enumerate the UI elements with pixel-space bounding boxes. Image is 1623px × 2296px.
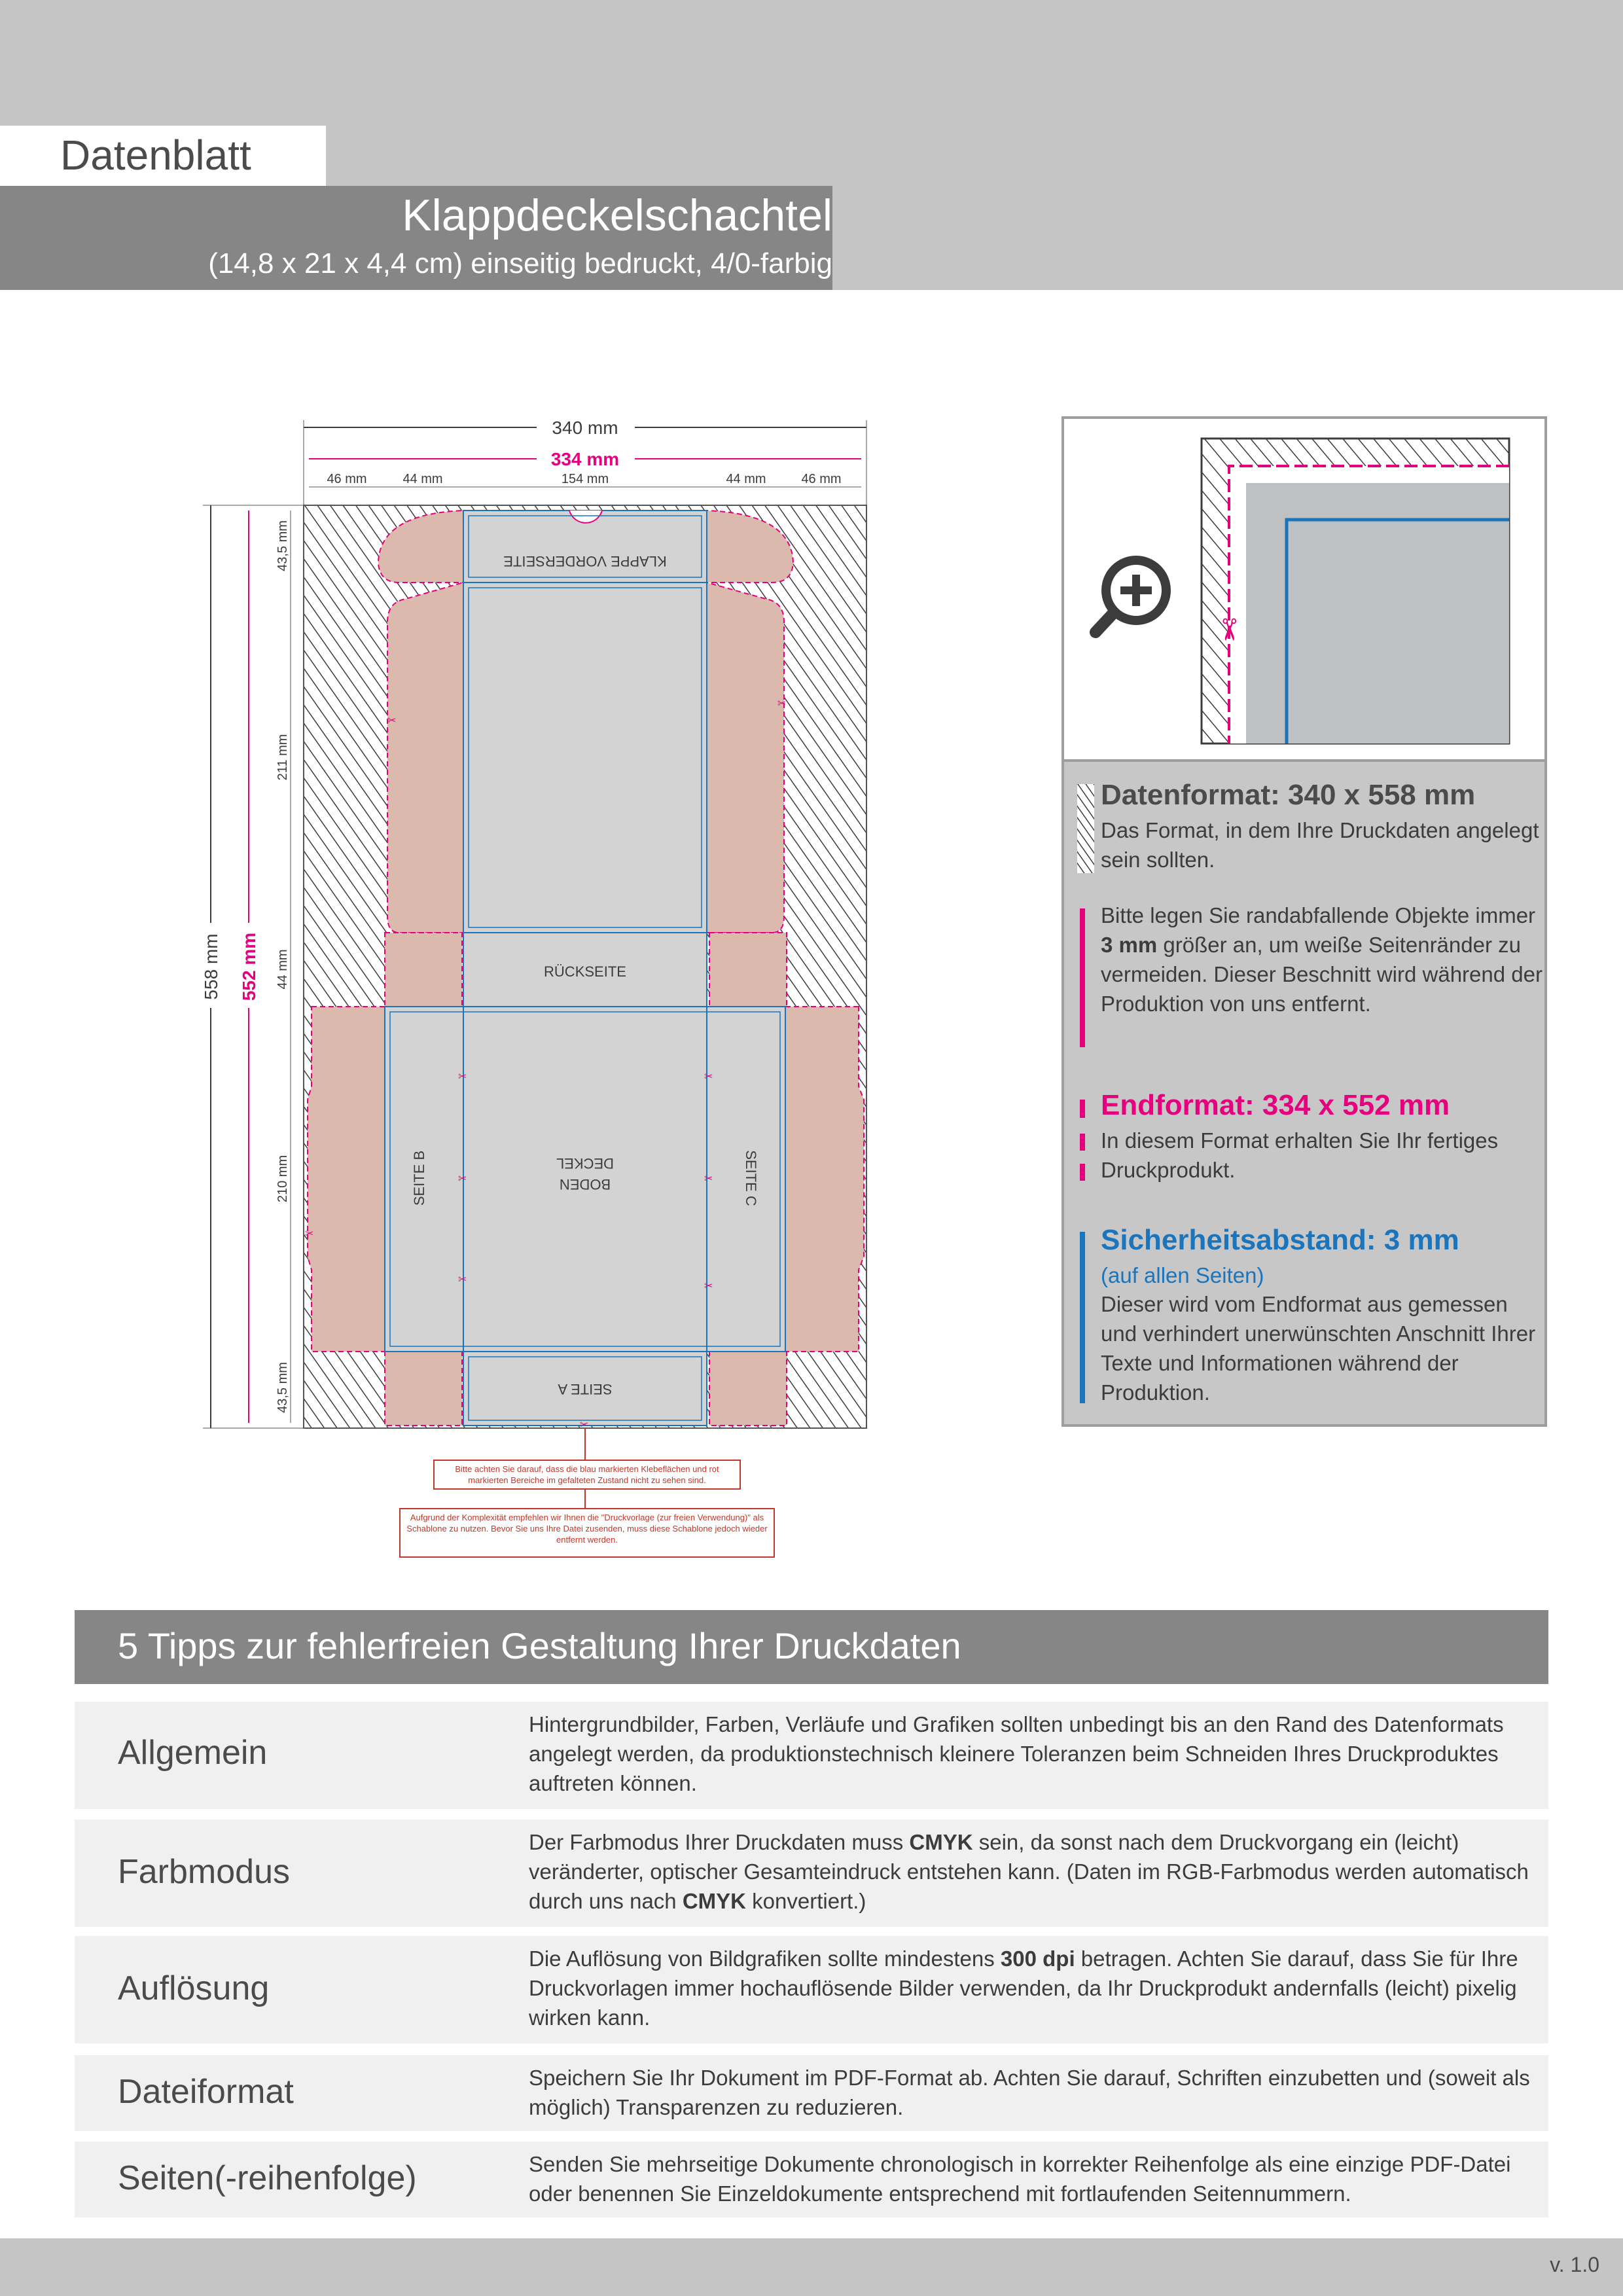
seg-width-4: 46 mm [801, 472, 841, 486]
endformat-title: Endformat: 334 x 552 mm [1101, 1089, 1450, 1121]
safe-sub: (auf allen Seiten) [1101, 1263, 1264, 1287]
label-seite-c: SEITE C [743, 1150, 759, 1206]
svg-text:✂: ✂ [704, 1280, 713, 1292]
tip-text: Speichern Sie Ihr Dokument im PDF-Format… [529, 2066, 1530, 2119]
tips-title: 5 Tipps zur fehlerfreien Gestaltung Ihre… [118, 1625, 961, 1666]
safe-text: Dieser wird vom Endformat aus gemessen u… [1101, 1292, 1536, 1405]
seg-height-4: 43,5 mm [276, 1362, 290, 1413]
zoom-detail-panel: ✂ [1061, 416, 1547, 762]
datenblatt-tab [0, 126, 326, 187]
dim-total-height: 558 mm [201, 933, 221, 999]
safe-lines [389, 515, 781, 1421]
dim-total-width: 340 mm [552, 418, 618, 438]
tip-text-bold: CMYK [909, 1830, 973, 1854]
tip-row-aufloesung: Auflösung Die Auflösung von Bildgrafiken… [75, 1936, 1548, 2043]
product-subtitle: (14,8 x 21 x 4,4 cm) einseitig bedruckt,… [208, 247, 832, 279]
tip-text: Senden Sie mehrseitige Dokumente chronol… [529, 2152, 1511, 2206]
legend-panel: Datenformat: 340 x 558 mm Das Format, in… [1061, 762, 1547, 1427]
tip-text: Der Farbmodus Ihrer Druckdaten muss CMYK… [529, 1827, 1530, 1916]
dim-end-height: 552 mm [239, 933, 259, 1001]
tip-text-part: Die Auflösung von Bildgrafiken sollte mi… [529, 1946, 1001, 1971]
seg-height-0: 43,5 mm [276, 520, 290, 571]
tip-row-seiten: Seiten(-reihenfolge) Senden Sie mehrseit… [75, 2142, 1548, 2217]
label-deckel: DECKEL [556, 1155, 614, 1172]
tip-text-bold: CMYK [682, 1889, 746, 1913]
bleed-text-2: größer an, um weiße Seitenränder zu verm… [1101, 933, 1543, 1016]
title-box [0, 186, 832, 290]
tip-name: Farbmodus [118, 1853, 290, 1891]
glue-flaps [307, 509, 865, 1426]
bleed-bar [1080, 908, 1085, 1047]
panel-boden [463, 1006, 707, 1352]
seg-width-2: 154 mm [562, 472, 609, 486]
tip-row-farbmodus: Farbmodus Der Farbmodus Ihrer Druckdaten… [75, 1820, 1548, 1927]
svg-text:✂: ✂ [387, 714, 396, 726]
seg-width-0: 46 mm [327, 472, 366, 486]
bleed-text-1: Bitte legen Sie randabfallende Objekte i… [1101, 903, 1536, 927]
seg-height-2: 44 mm [276, 949, 290, 989]
label-seite-b: SEITE B [411, 1151, 427, 1206]
endformat-text: In diesem Format erhalten Sie Ihr fertig… [1101, 1128, 1499, 1182]
datenformat-title: Datenformat: 340 x 558 mm [1101, 779, 1476, 811]
template-note: Aufgrund der Komplexität empfehlen wir I… [399, 1508, 775, 1558]
scissors-icon: ✂ [1211, 617, 1247, 643]
panel-seite-a [463, 1351, 707, 1426]
seg-height-1: 211 mm [276, 734, 290, 781]
cut-markers: ✂ ✂ ✂ ✂ ✂ ✂ ✂ ✂ ✂ ✂ [305, 697, 786, 1431]
endformat-bar-3 [1080, 1164, 1085, 1181]
tips-header [75, 1610, 1548, 1684]
tip-text-part: konvertiert.) [746, 1889, 866, 1913]
tip-text-bold: 300 dpi [1000, 1946, 1075, 1971]
dieline-diagram: ✂ ✂ ✂ ✂ ✂ ✂ ✂ ✂ ✂ ✂ KLAPPE VORDERSEITE D… [199, 415, 867, 1508]
tip-text-part: Der Farbmodus Ihrer Druckdaten muss [529, 1830, 910, 1854]
datenformat-text: Das Format, in dem Ihre Druckdaten angel… [1101, 818, 1539, 872]
panel-rueckseite [463, 932, 707, 1007]
main-panels [384, 510, 786, 1426]
glue-note: Bitte achten Sie darauf, dass die blau m… [433, 1460, 741, 1490]
product-title: Klappdeckelschachtel [402, 190, 832, 240]
tip-name: Seiten(-reihenfolge) [118, 2159, 417, 2197]
zoom-in-icon [1090, 556, 1171, 638]
tip-text: Hintergrundbilder, Farben, Verläufe und … [529, 1712, 1504, 1795]
safe-title: Sicherheitsabstand: 3 mm [1101, 1224, 1459, 1256]
tip-text-part: sein, da sonst nach dem Druckvorgang ein… [529, 1830, 1529, 1913]
svg-text:✂: ✂ [704, 1070, 713, 1083]
tip-name: Dateiformat [118, 2073, 294, 2111]
label-seite-a: SEITE A [558, 1381, 612, 1397]
safe-bar [1080, 1232, 1085, 1403]
tip-row-allgemein: Allgemein Hintergrundbilder, Farben, Ver… [75, 1702, 1548, 1809]
zoom-detail-graphic: ✂ [1090, 437, 1510, 745]
seg-height-3: 210 mm [276, 1155, 290, 1202]
seg-width-3: 44 mm [726, 472, 766, 486]
svg-text:✂: ✂ [458, 1070, 467, 1083]
panel-seite-c [706, 1006, 786, 1352]
seg-width-1: 44 mm [402, 472, 442, 486]
bleed-bold: 3 mm [1101, 933, 1158, 957]
tip-text: Die Auflösung von Bildgrafiken sollte mi… [529, 1944, 1530, 2032]
panel-seite-b [384, 1006, 464, 1352]
label-klappe: KLAPPE VORDERSEITE [503, 553, 666, 569]
datenformat-swatch [1077, 784, 1094, 873]
endformat-bar-1 [1080, 1100, 1085, 1118]
svg-text:✂: ✂ [458, 1273, 467, 1285]
endformat-bar-2 [1080, 1134, 1085, 1151]
tip-name: Auflösung [118, 1969, 270, 2007]
svg-text:✂: ✂ [458, 1172, 467, 1185]
label-rueckseite: RÜCKSEITE [544, 963, 626, 980]
svg-text:✂: ✂ [704, 1172, 713, 1185]
datenblatt-label: Datenblatt [60, 132, 251, 179]
tip-row-dateiformat: Dateiformat Speichern Sie Ihr Dokument i… [75, 2055, 1548, 2131]
dim-end-width: 334 mm [551, 449, 619, 469]
svg-text:✂: ✂ [305, 1227, 313, 1240]
svg-text:✂: ✂ [777, 697, 786, 709]
version-label: v. 1.0 [1550, 2253, 1599, 2276]
footer-band [0, 2238, 1623, 2296]
tip-text-part: betragen. Achten Sie darauf, dass Sie fü… [529, 1946, 1518, 2030]
svg-text:✂: ✂ [580, 1418, 588, 1431]
tip-name: Allgemein [118, 1734, 268, 1772]
panel-deckel [463, 582, 707, 933]
bleed-text: Bitte legen Sie randabfallende Objekte i… [1101, 901, 1546, 1018]
label-boden: BODEN [560, 1176, 611, 1193]
